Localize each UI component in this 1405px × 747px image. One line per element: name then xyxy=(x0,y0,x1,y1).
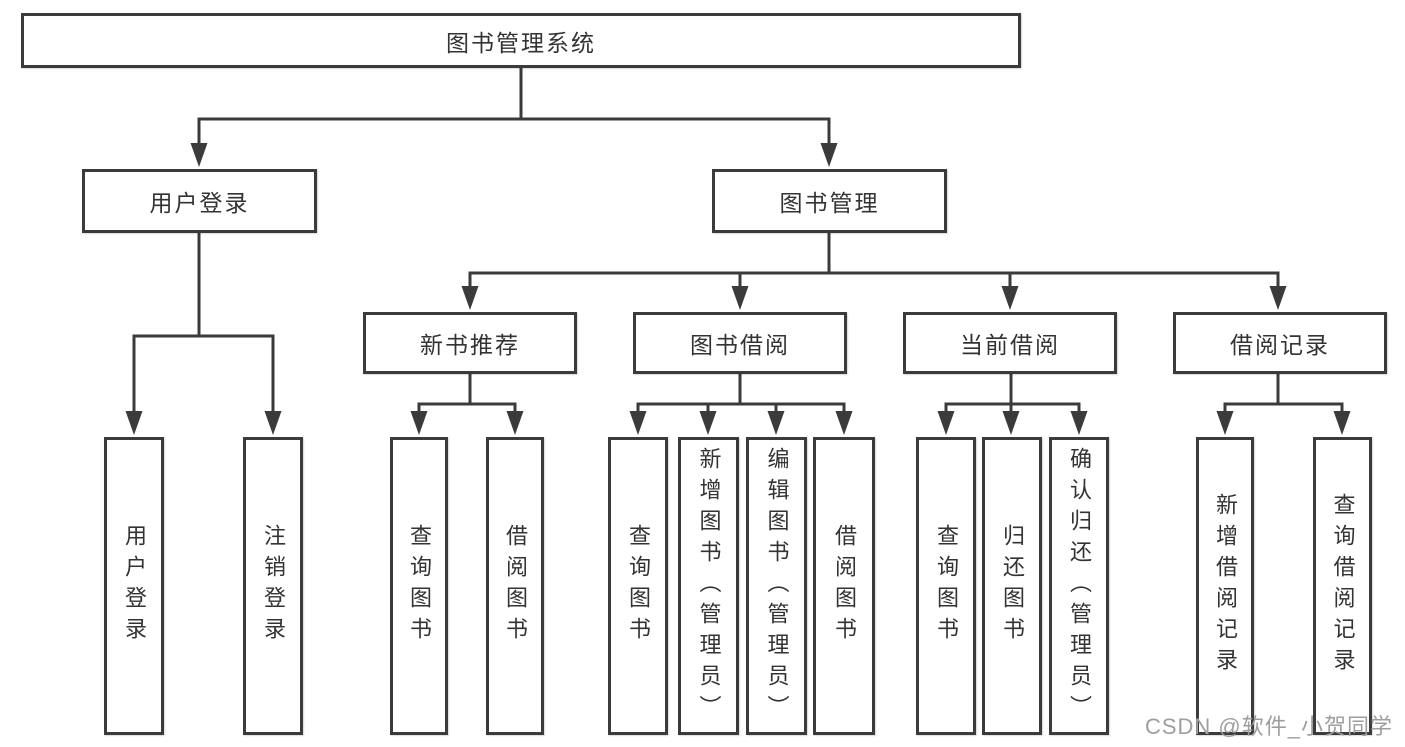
node-borrow-record: 借阅记录 xyxy=(1173,312,1387,374)
node-new-book-recommend: 新书推荐 xyxy=(363,312,577,374)
node-borrow-books-recommend: 借阅图书 xyxy=(486,437,544,735)
node-confirm-return-admin: 确认归还（管理员） xyxy=(1049,437,1109,735)
node-query-books-recommend: 查询图书 xyxy=(390,437,448,735)
node-query-borrow-record: 查询借阅记录 xyxy=(1313,437,1372,735)
node-user-login-branch: 用户登录 xyxy=(82,169,317,233)
node-add-borrow-record: 新增借阅记录 xyxy=(1196,437,1254,735)
node-add-books-admin: 新增图书（管理员） xyxy=(678,437,739,735)
node-logout-leaf: 注销登录 xyxy=(243,437,303,735)
node-query-books-current: 查询图书 xyxy=(916,437,976,735)
csdn-watermark: CSDN @软件_小贺同学 xyxy=(1144,714,1393,739)
node-current-borrow: 当前借阅 xyxy=(903,312,1117,374)
node-library-management-system: 图书管理系统 xyxy=(21,13,1021,68)
node-user-login-leaf: 用户登录 xyxy=(104,437,164,735)
node-return-books: 归还图书 xyxy=(982,437,1042,735)
node-book-management-branch: 图书管理 xyxy=(712,169,947,233)
node-query-books-borrow: 查询图书 xyxy=(608,437,668,735)
node-borrow-books-leaf: 借阅图书 xyxy=(813,437,875,735)
node-book-borrow: 图书借阅 xyxy=(633,312,847,374)
node-edit-books-admin: 编辑图书（管理员） xyxy=(746,437,807,735)
